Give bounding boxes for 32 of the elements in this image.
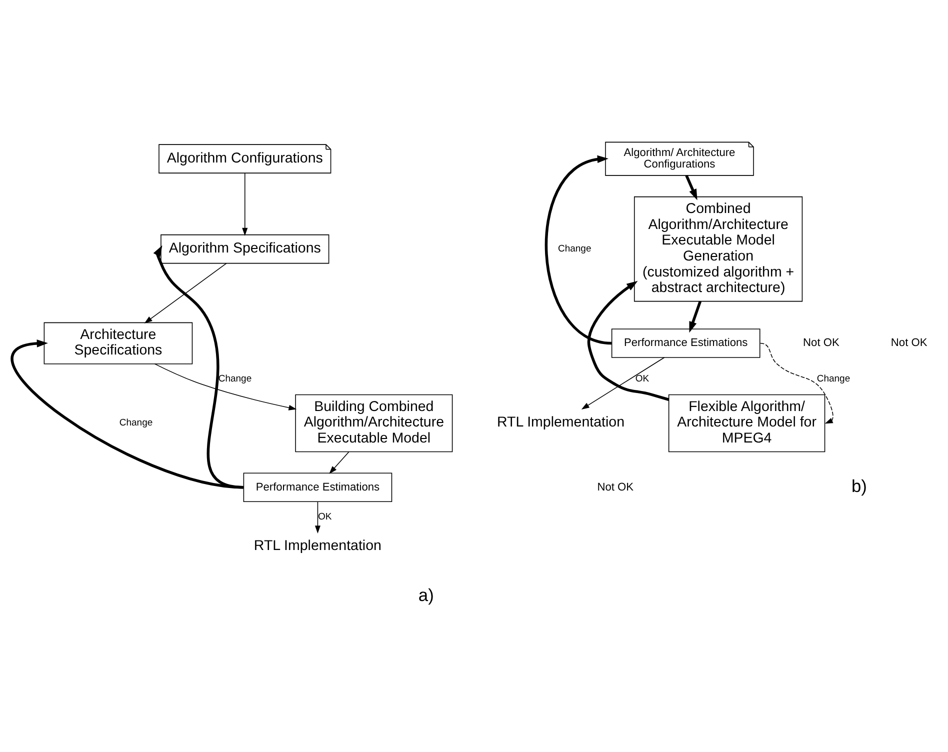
node-box: Architecture Specifications — [44, 322, 193, 364]
node-box: Performance Estimations — [243, 472, 392, 502]
node-text: RTL Implementation — [254, 538, 382, 554]
node-box: Combined Algorithm/Architecture Executable Model Generation (customized algorithm + abstract architecture) — [634, 196, 803, 302]
arrow — [314, 500, 320, 534]
arrow — [760, 342, 834, 424]
arrow — [587, 280, 670, 400]
node-box: Performance Estimations — [611, 328, 760, 358]
label: b) — [851, 475, 867, 496]
label: Not OK — [803, 336, 840, 349]
arrow — [581, 356, 665, 409]
arrow — [242, 172, 248, 236]
arrow — [329, 451, 350, 474]
node-box: Flexible Algorithm/ Architecture Model for MPEG4 — [668, 394, 826, 452]
label: Not OK — [890, 336, 928, 349]
edge-label: Change — [119, 417, 153, 428]
arrow — [689, 300, 702, 332]
node-box: Building Combined Algorithm/Architecture Executable Model — [295, 394, 453, 452]
node-box: Algorithm Specifications — [160, 234, 330, 264]
edge-label: OK — [318, 510, 332, 522]
label: a) — [418, 584, 434, 605]
node-text: RTL Implementation — [496, 414, 625, 430]
arrow — [11, 339, 244, 488]
edge-label: Change — [218, 373, 252, 384]
edge-label: OK — [635, 373, 650, 384]
edge-label: Change — [816, 373, 850, 384]
edge-label: Change — [558, 242, 592, 254]
label: Not OK — [597, 480, 634, 493]
arrow — [545, 154, 612, 344]
arrow — [144, 262, 227, 323]
arrow — [154, 363, 297, 410]
arrow — [685, 174, 698, 200]
